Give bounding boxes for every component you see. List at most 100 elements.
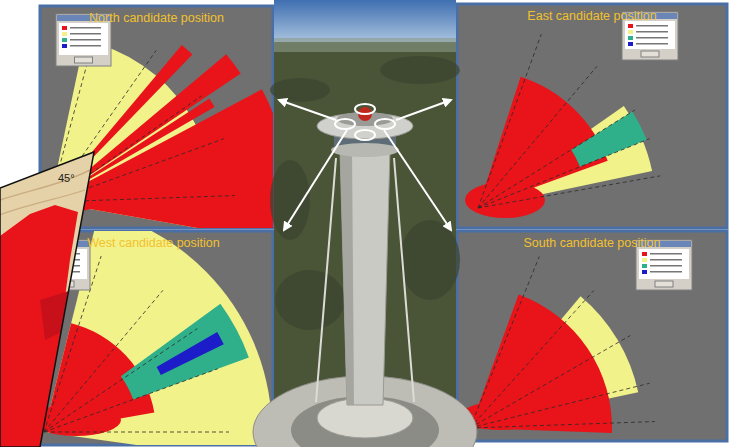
window-button bbox=[655, 281, 673, 287]
legend-swatch bbox=[62, 44, 67, 48]
angle-label: 45° bbox=[58, 172, 75, 185]
coverage-wedge bbox=[571, 112, 646, 167]
legend-line bbox=[70, 27, 101, 29]
legend-swatch bbox=[628, 24, 633, 28]
pointer-arrow bbox=[396, 100, 451, 120]
window-titlebar bbox=[637, 241, 691, 247]
window-body bbox=[59, 23, 108, 55]
legend-swatch bbox=[628, 36, 633, 40]
candidate-marker bbox=[355, 104, 375, 114]
bearing-line bbox=[470, 422, 655, 428]
candidate-marker bbox=[335, 119, 355, 129]
panel-title: North candidate position bbox=[40, 6, 273, 26]
coverage-plot bbox=[460, 256, 655, 432]
window-button bbox=[75, 57, 93, 63]
bearing-line bbox=[478, 110, 635, 208]
legend-line bbox=[650, 259, 682, 261]
legend-swatch bbox=[642, 264, 647, 268]
legend-swatch bbox=[642, 252, 647, 256]
window-frame bbox=[636, 240, 692, 290]
cab-floor bbox=[331, 143, 399, 157]
panel-box: South candidate position bbox=[457, 231, 727, 441]
bearing-line bbox=[470, 256, 539, 428]
bearing-line bbox=[44, 432, 229, 433]
tower-cable bbox=[316, 158, 336, 402]
candidate-marker bbox=[355, 130, 375, 140]
map-content bbox=[0, 170, 90, 447]
terrain-contour bbox=[0, 170, 90, 200]
window-frame bbox=[56, 14, 111, 66]
shaft-shade bbox=[340, 150, 354, 405]
tower-cable bbox=[394, 158, 414, 402]
legend-line bbox=[636, 25, 668, 27]
candidate-marker bbox=[375, 119, 395, 129]
bearing-line bbox=[478, 66, 597, 208]
map-sheet bbox=[0, 152, 94, 447]
coverage-blob bbox=[465, 182, 545, 218]
bearing-line bbox=[470, 383, 650, 428]
coverage-area bbox=[0, 205, 78, 447]
window-titlebar bbox=[57, 15, 110, 21]
bearing-line bbox=[478, 176, 660, 208]
legend-line bbox=[650, 265, 682, 267]
panel-box: East candidate position bbox=[457, 4, 727, 228]
panel-box: North candidate position bbox=[40, 6, 273, 228]
legend-line bbox=[650, 253, 682, 255]
pointer-arrow bbox=[279, 100, 336, 120]
legend-swatch bbox=[642, 270, 647, 274]
coverage-panel bbox=[457, 4, 727, 228]
bearing-line bbox=[470, 336, 630, 429]
bearing-line bbox=[470, 291, 594, 428]
coverage-panel bbox=[457, 231, 727, 441]
panel-title: East candidate position bbox=[457, 4, 727, 24]
tower-shaft bbox=[340, 150, 390, 405]
legend-swatch bbox=[628, 42, 633, 46]
legend-line bbox=[70, 39, 101, 41]
horizon-haze bbox=[274, 38, 456, 52]
ground-patch bbox=[275, 270, 345, 330]
ground-patch bbox=[400, 220, 460, 300]
panel-ground bbox=[457, 231, 727, 441]
legend-line bbox=[650, 271, 682, 273]
panel-title: West candidate position bbox=[34, 231, 273, 251]
legend-swatch bbox=[62, 38, 67, 42]
tower-render bbox=[253, 0, 477, 447]
bearing-line bbox=[44, 369, 218, 432]
legend-swatch bbox=[62, 32, 67, 36]
legend-line bbox=[636, 37, 668, 39]
coverage-wedge bbox=[121, 304, 249, 400]
legend-window bbox=[56, 14, 111, 66]
panel-ground bbox=[457, 4, 727, 228]
ground-patch bbox=[270, 78, 330, 102]
legend-swatch bbox=[642, 258, 647, 262]
pointer-arrow bbox=[384, 130, 451, 230]
map-border bbox=[0, 152, 94, 447]
coverage-plot bbox=[465, 34, 660, 218]
legend-line bbox=[636, 43, 668, 45]
legend-line bbox=[70, 33, 101, 35]
map-fragment bbox=[0, 152, 94, 447]
legend-line bbox=[70, 45, 101, 47]
panel-box: West candidate position bbox=[34, 231, 273, 445]
legend-swatch bbox=[62, 26, 67, 30]
bearing-line bbox=[478, 139, 650, 208]
panel-title: South candidate position bbox=[457, 231, 727, 251]
window-frame bbox=[622, 12, 678, 60]
legend-line bbox=[636, 31, 668, 33]
legend-window bbox=[636, 240, 692, 290]
bearing-line bbox=[44, 329, 197, 432]
window-button bbox=[641, 51, 659, 57]
ground-patch bbox=[380, 56, 460, 84]
bearing-line bbox=[478, 34, 541, 208]
window-body bbox=[639, 249, 689, 279]
legend-swatch bbox=[628, 30, 633, 34]
coverage-wedge bbox=[157, 332, 224, 375]
pointer-arrow bbox=[284, 130, 347, 230]
legend-window bbox=[622, 12, 678, 60]
window-titlebar bbox=[623, 13, 677, 19]
sky bbox=[274, 0, 456, 42]
window-body bbox=[625, 21, 675, 49]
